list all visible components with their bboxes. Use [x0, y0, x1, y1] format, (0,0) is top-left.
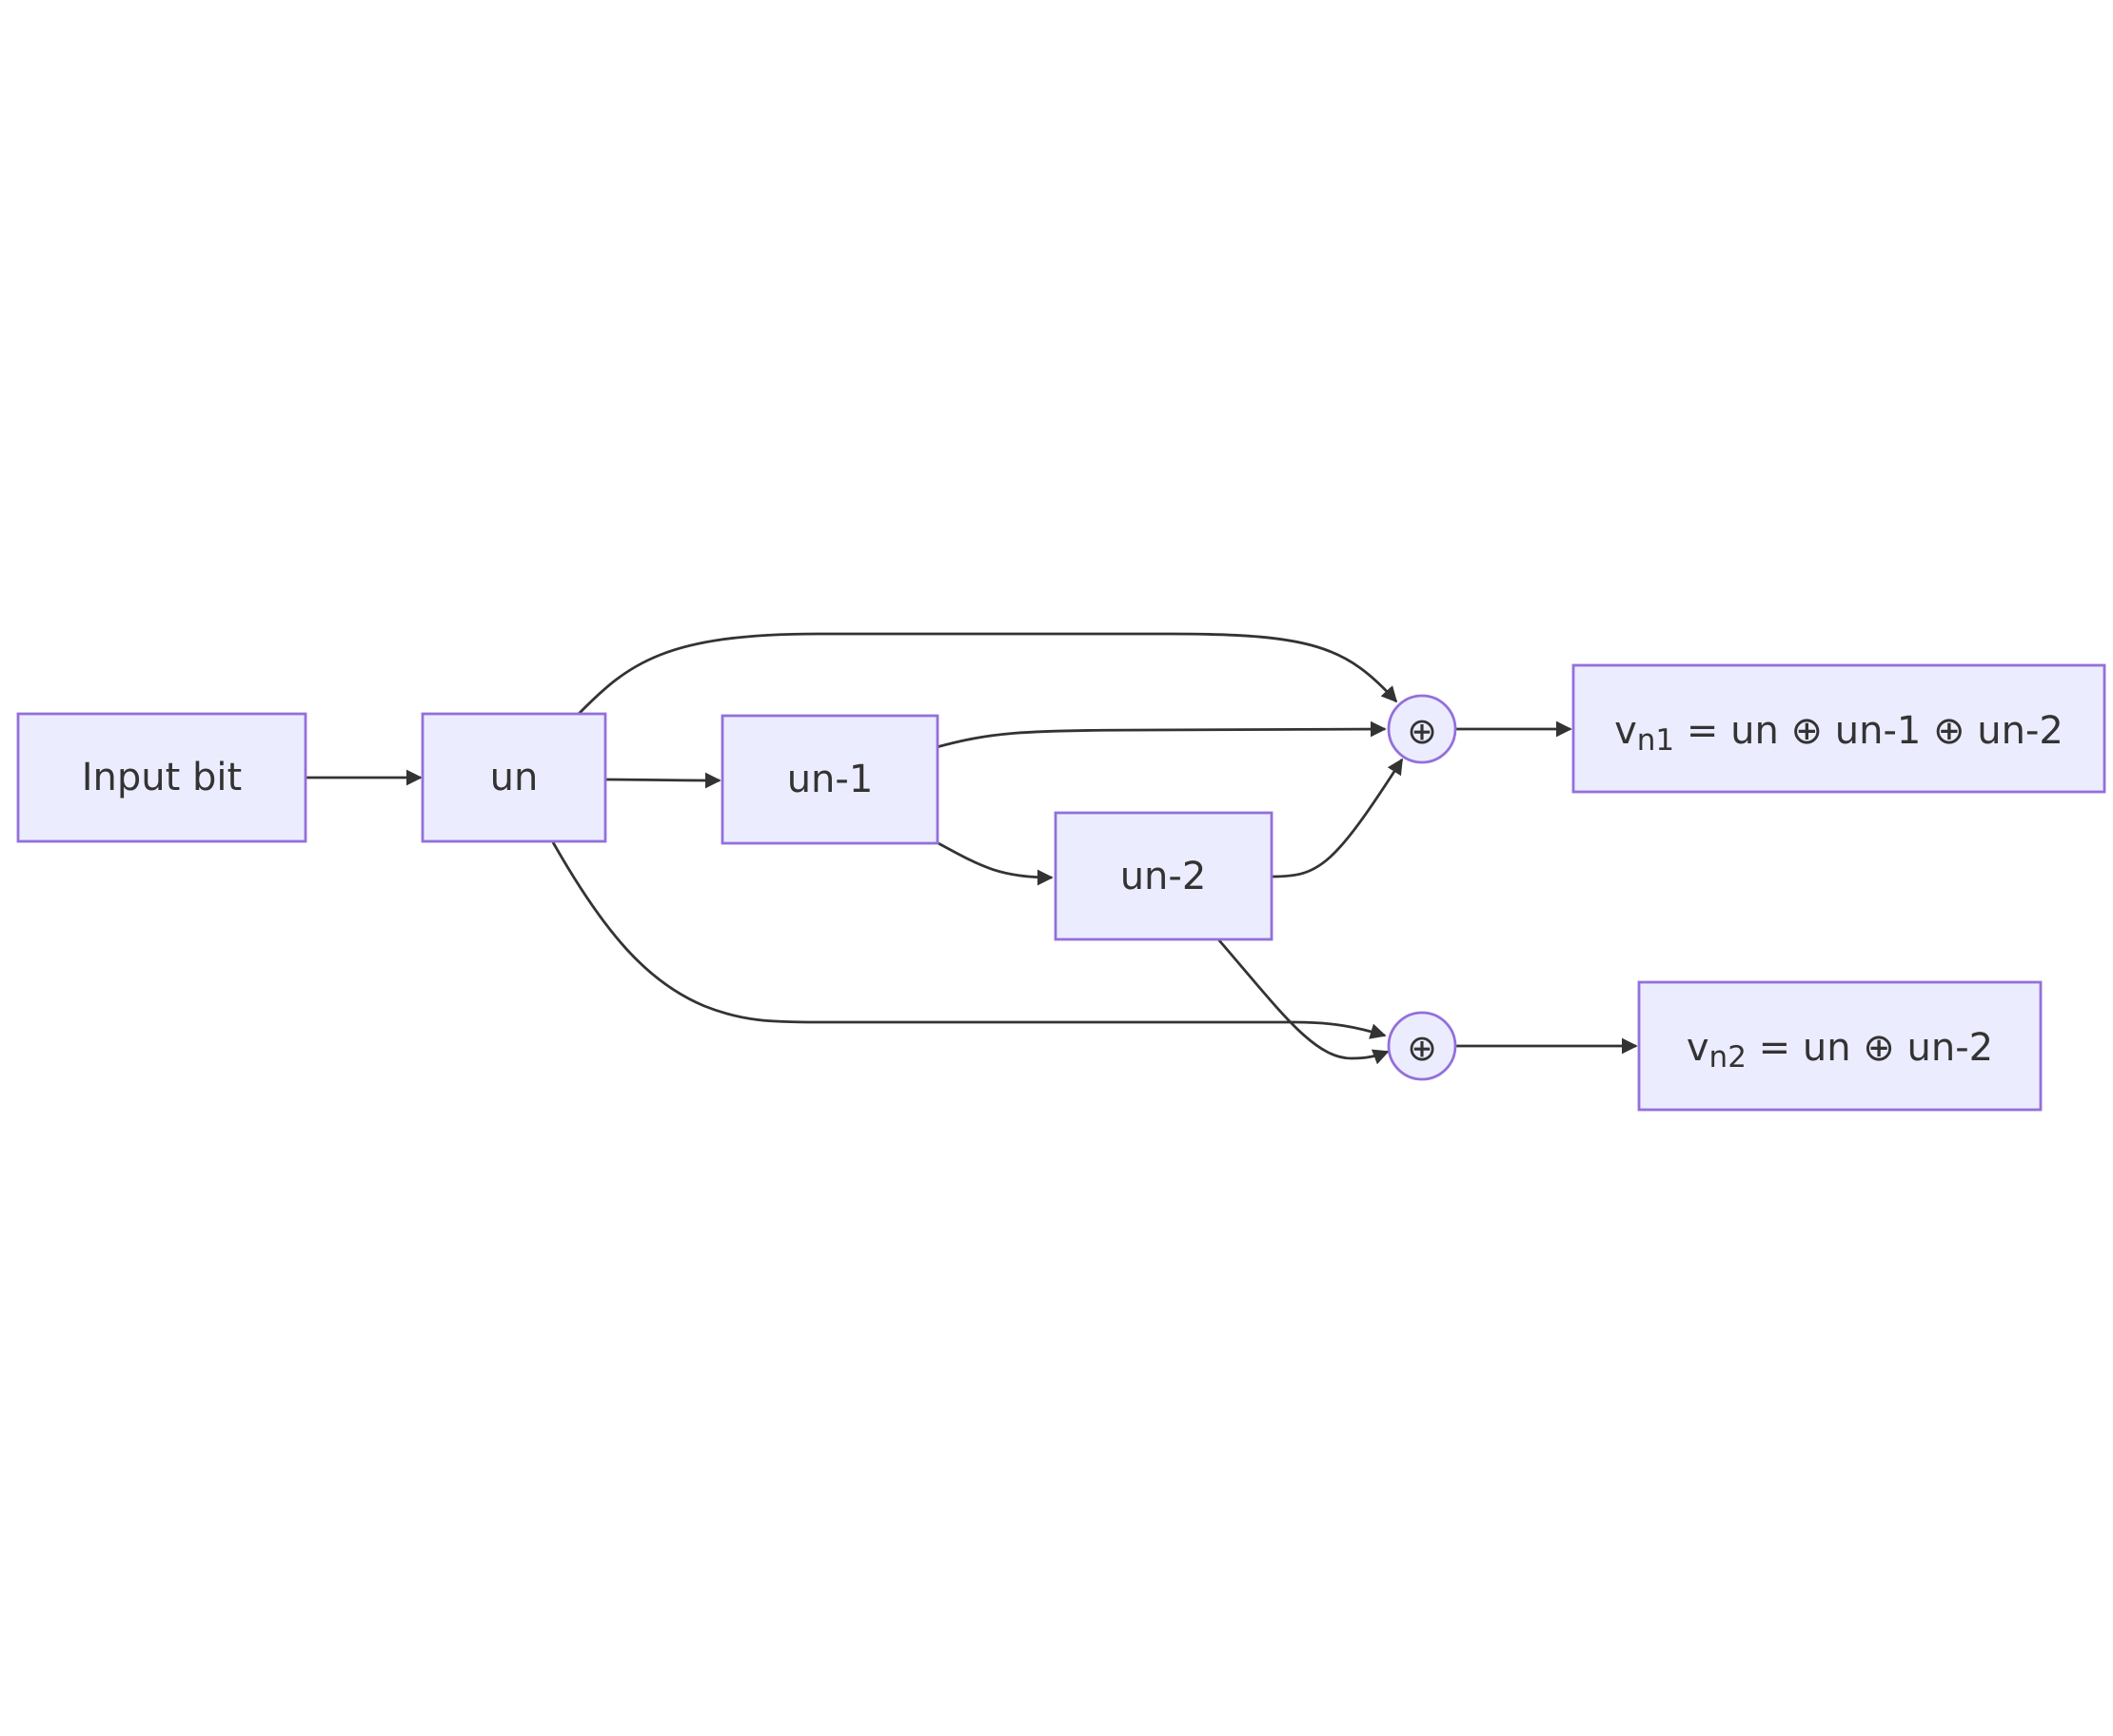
node-un-2-label: un-2 [1120, 855, 1207, 898]
node-input-bit-label: Input bit [82, 756, 242, 799]
node-un-1-label: un-1 [787, 758, 874, 801]
node-input-bit: Input bit [16, 712, 307, 843]
edge-un-to-un1 [604, 772, 721, 789]
edge-un2-to-xor-bottom [1216, 938, 1390, 1065]
output-v-n1-v: v [1614, 709, 1637, 753]
node-un: un [421, 712, 607, 843]
output-v-n1-label: vn1 = un ⊕ un-1 ⊕ un-2 [1614, 709, 2064, 758]
node-xor-top: ⊕ [1387, 694, 1457, 764]
node-un-1: un-1 [721, 714, 939, 845]
output-v-n1-subscript: n1 [1637, 723, 1674, 758]
output-v-n2-v: v [1687, 1026, 1709, 1070]
edge-un1-to-xor-top [936, 720, 1387, 749]
output-v-n2-subscript: n2 [1709, 1040, 1747, 1075]
output-v-n1-expression: = un ⊕ un-1 ⊕ un-2 [1674, 709, 2064, 753]
node-output-v-n2: vn2 = un ⊕ un-2 [1637, 980, 2043, 1112]
output-v-n2-label: vn2 = un ⊕ un-2 [1687, 1026, 1993, 1075]
xor-top-symbol: ⊕ [1407, 710, 1437, 752]
edge-un-to-xor-bottom [551, 841, 1387, 1039]
node-output-v-n1: vn1 = un ⊕ un-1 ⊕ un-2 [1571, 663, 2106, 794]
edge-un2-to-xor-top [1271, 758, 1404, 878]
node-un-label: un [490, 756, 539, 799]
node-xor-bottom: ⊕ [1387, 1011, 1457, 1081]
edges [306, 632, 1638, 1065]
edge-un1-to-un2 [936, 840, 1054, 886]
node-un-2: un-2 [1054, 811, 1274, 941]
xor-bottom-symbol: ⊕ [1407, 1027, 1437, 1069]
edge-un-to-xor-top [578, 632, 1398, 715]
output-v-n2-expression: = un ⊕ un-2 [1747, 1026, 1993, 1070]
